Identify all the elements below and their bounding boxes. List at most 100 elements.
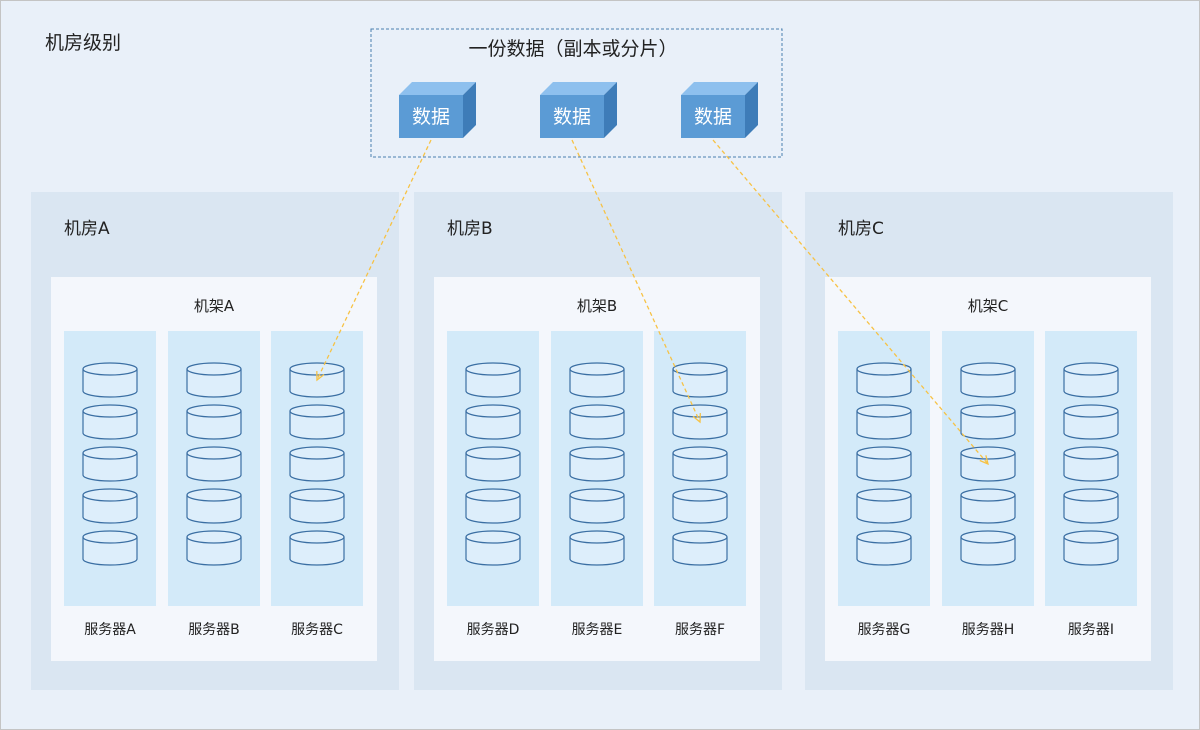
disk-top	[960, 530, 1016, 544]
disk-body	[569, 453, 625, 482]
disk-icon	[186, 404, 242, 440]
disk-body	[1063, 495, 1119, 524]
server-label: 服务器E	[572, 622, 623, 638]
disk-body	[289, 411, 345, 440]
disk-icon	[960, 488, 1016, 524]
disk-body	[569, 369, 625, 398]
disk-icon	[856, 446, 912, 482]
disk-icon	[960, 446, 1016, 482]
disk-top	[186, 488, 242, 502]
disk-body	[186, 369, 242, 398]
disk-top	[1063, 488, 1119, 502]
disk-top	[672, 362, 728, 376]
disk-icon	[82, 362, 138, 398]
disk-body	[856, 495, 912, 524]
disk-top	[856, 488, 912, 502]
disk-icon	[856, 530, 912, 566]
disk-icon	[1063, 362, 1119, 398]
disk-icon	[672, 446, 728, 482]
disk-top	[1063, 362, 1119, 376]
disk-body	[82, 453, 138, 482]
disk-body	[82, 537, 138, 566]
disk-icon	[82, 404, 138, 440]
disk-icon	[856, 488, 912, 524]
disk-body	[672, 537, 728, 566]
disk-body	[186, 411, 242, 440]
disk-icon	[1063, 404, 1119, 440]
data-group-title: 一份数据（副本或分片）	[468, 38, 677, 60]
disk-top	[1063, 446, 1119, 460]
disk-top	[856, 446, 912, 460]
disk-icon	[569, 446, 625, 482]
disk-icon	[82, 530, 138, 566]
disk-icon	[569, 362, 625, 398]
link-arrowhead	[979, 455, 989, 466]
server-label: 服务器F	[675, 622, 725, 638]
disk-top	[856, 362, 912, 376]
disk-body	[289, 453, 345, 482]
disk-body	[569, 537, 625, 566]
disk-top	[569, 362, 625, 376]
disk-icon	[186, 530, 242, 566]
disk-body	[672, 369, 728, 398]
disk-top	[289, 488, 345, 502]
disk-icon	[672, 404, 728, 440]
server-label: 服务器D	[467, 622, 520, 638]
disk-icon	[289, 446, 345, 482]
room-label: 机房B	[447, 219, 493, 239]
disk-top	[672, 530, 728, 544]
disk-icon	[1063, 530, 1119, 566]
server-label: 服务器C	[291, 622, 343, 638]
disk-icon	[1063, 488, 1119, 524]
disk-body	[186, 537, 242, 566]
disk-icon	[672, 530, 728, 566]
disk-icon	[856, 362, 912, 398]
disk-icon	[186, 488, 242, 524]
disk-body	[465, 495, 521, 524]
rack-label: 机架B	[577, 297, 617, 315]
disk-body	[289, 495, 345, 524]
disk-body	[186, 495, 242, 524]
disk-top	[1063, 404, 1119, 418]
disk-top	[856, 404, 912, 418]
disk-body	[82, 369, 138, 398]
disk-body	[672, 495, 728, 524]
cube-label: 数据	[553, 106, 591, 128]
cube-side-face	[463, 82, 476, 138]
disk-body	[186, 453, 242, 482]
server-label: 服务器I	[1068, 622, 1114, 638]
disk-body	[569, 495, 625, 524]
disk-top	[82, 530, 138, 544]
disk-top	[960, 362, 1016, 376]
disk-body	[960, 453, 1016, 482]
cube-top-face	[540, 82, 617, 95]
cube-side-face	[745, 82, 758, 138]
disk-top	[289, 404, 345, 418]
disk-top	[289, 530, 345, 544]
disk-icon	[186, 362, 242, 398]
link-line	[316, 139, 432, 381]
disk-icon	[289, 488, 345, 524]
server-column: 服务器F	[654, 331, 746, 638]
disk-top	[186, 404, 242, 418]
disk-icon	[672, 362, 728, 398]
disk-top	[569, 530, 625, 544]
disk-top	[186, 362, 242, 376]
disk-top	[960, 404, 1016, 418]
links-layer	[316, 139, 989, 466]
server-column: 服务器D	[447, 331, 539, 638]
server-column: 服务器G	[838, 331, 930, 638]
link-arrowhead	[316, 371, 325, 382]
disk-body	[1063, 453, 1119, 482]
link-line	[571, 139, 701, 423]
disk-top	[82, 404, 138, 418]
disk-top	[569, 446, 625, 460]
data-cube: 数据	[540, 82, 617, 138]
disk-body	[465, 537, 521, 566]
disk-body	[1063, 537, 1119, 566]
data-cube: 数据	[681, 82, 758, 138]
disk-body	[960, 411, 1016, 440]
